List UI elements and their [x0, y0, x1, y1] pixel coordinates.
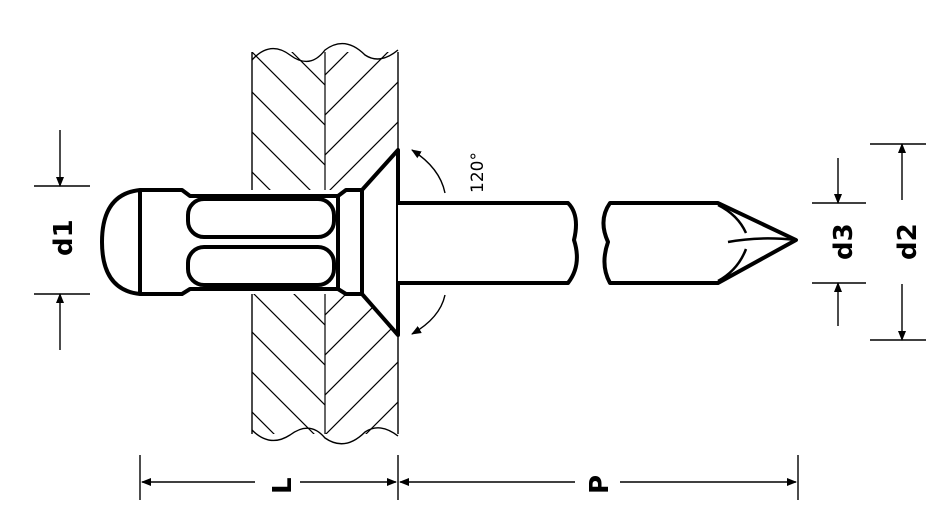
- angle-label: 120°: [468, 152, 488, 193]
- L-label: L: [268, 477, 298, 494]
- d3-label: d3: [829, 223, 859, 260]
- workpiece-bottom: [251, 294, 399, 445]
- d2-label: d2: [893, 223, 923, 260]
- angle-arrows: [411, 149, 446, 335]
- P-label: P: [585, 475, 615, 494]
- dimension-d3: [812, 158, 866, 326]
- d1-label: d1: [49, 219, 79, 256]
- workpiece-top: [251, 42, 399, 190]
- dimension-d1: [34, 130, 90, 350]
- mandrel: [398, 201, 798, 285]
- dimension-L-P: [139, 455, 799, 500]
- dimension-d2: [870, 143, 926, 341]
- rivet-body: [100, 148, 400, 337]
